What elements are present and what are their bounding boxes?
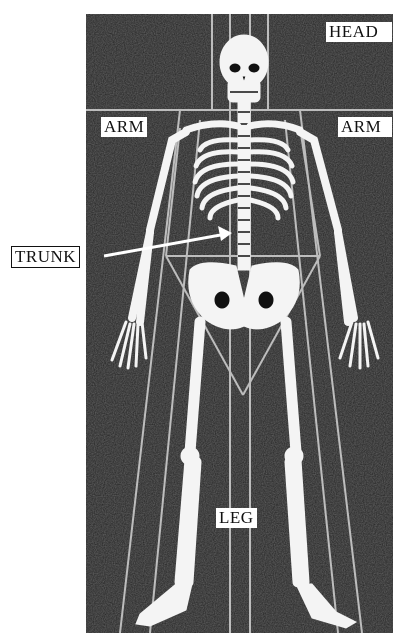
- left-knee: [181, 447, 199, 465]
- right-knee: [285, 447, 303, 465]
- label-leg: LEG: [216, 508, 257, 528]
- label-arm-left: ARM: [101, 117, 147, 137]
- label-head: HEAD: [326, 22, 392, 42]
- label-arm-right: ARM: [338, 117, 392, 137]
- label-trunk: TRUNK: [11, 246, 80, 268]
